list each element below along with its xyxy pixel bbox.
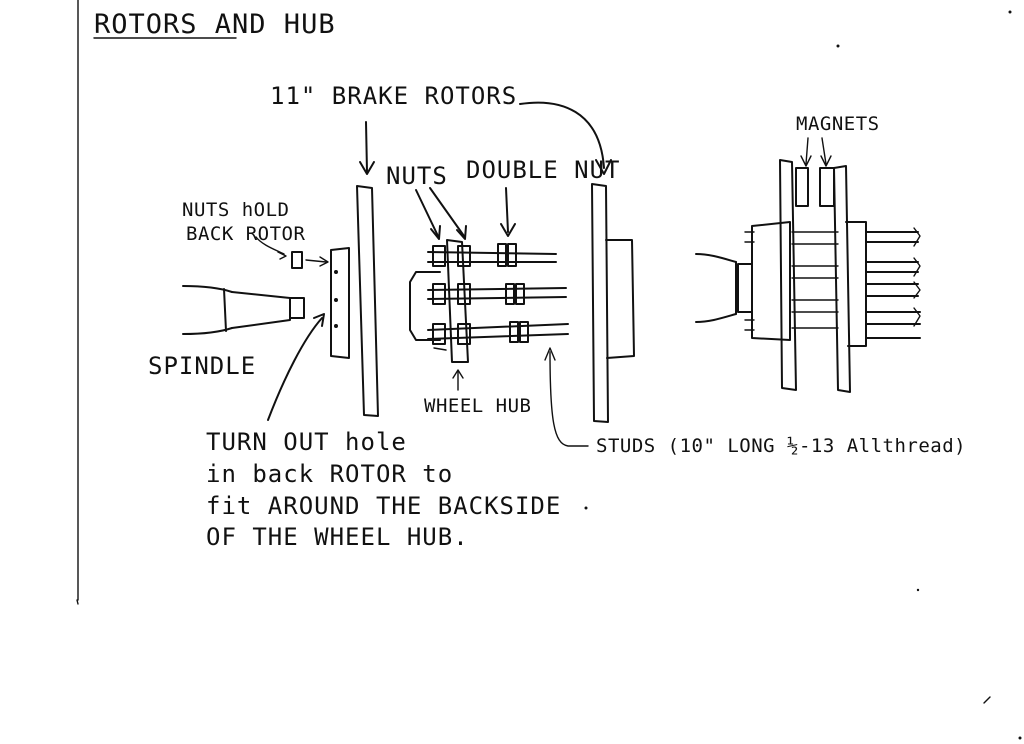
note-arrow — [267, 317, 323, 421]
nuts-hold-label-line2: BACK ROTOR — [186, 223, 305, 245]
scan-specks — [584, 10, 1022, 740]
assembled-view — [695, 159, 921, 393]
spindle-part — [182, 285, 305, 335]
page-title: ROTORS AND HUB — [94, 9, 336, 40]
back-rotor — [330, 185, 379, 417]
nuts-arrows — [415, 187, 516, 240]
note-line2: in back ROTOR to — [206, 460, 453, 488]
magnet-arrows — [800, 137, 832, 167]
note-line3: fit AROUND THE BACKSIDE — [206, 492, 561, 520]
nuts-hold-label-line1: NUTS hOLD — [182, 199, 289, 221]
magnets-label: MAGNETS — [796, 113, 880, 135]
note-line1: TURN OUT hole — [206, 428, 407, 456]
brake-rotors-label: 11" BRAKE ROTORS — [270, 82, 517, 110]
wheel-hub — [409, 239, 569, 363]
front-rotor — [591, 183, 635, 423]
spindle-label: SPINDLE — [148, 352, 256, 380]
studs-arrow — [549, 351, 589, 447]
brake-rotor-arrows — [359, 101, 612, 175]
wheel-hub-label: WHEEL HUB — [424, 395, 531, 417]
studs-label: STUDS (10" LONG ½-13 Allthread) — [596, 435, 966, 457]
note-line4: OF THE WHEEL HUB. — [206, 523, 469, 551]
nuts-label: NUTS — [386, 162, 448, 190]
double-nut-label: DOUBLE NUT — [466, 156, 621, 184]
nuts-hold-arrow — [255, 236, 285, 255]
small-nut — [291, 251, 303, 269]
page-margin — [76, 0, 79, 605]
